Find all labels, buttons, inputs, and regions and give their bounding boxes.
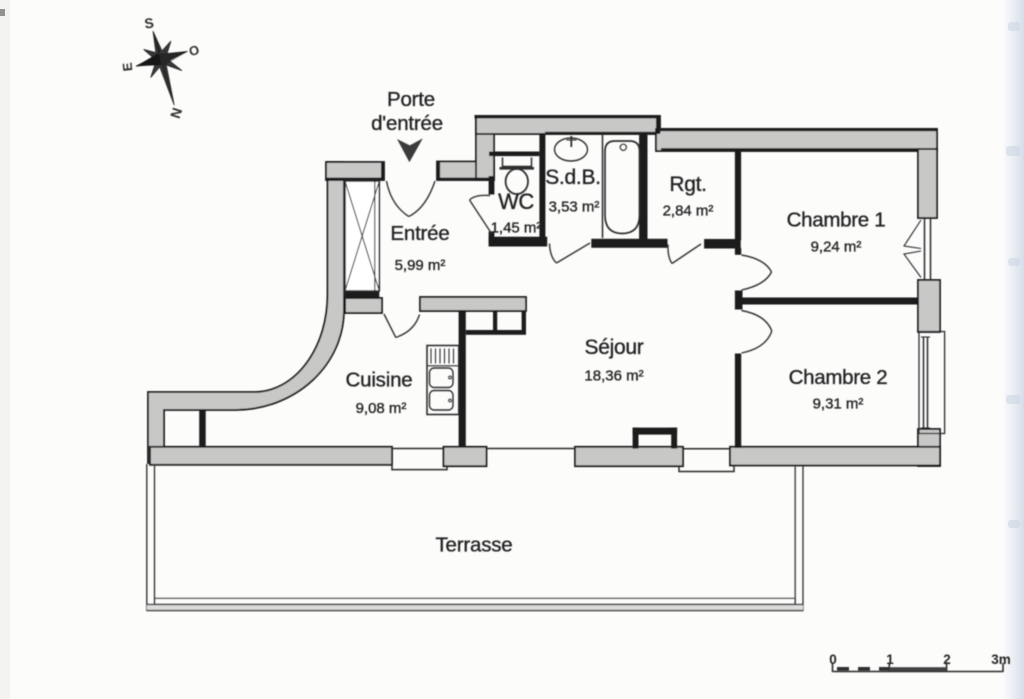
svg-text:S: S	[143, 14, 154, 31]
svg-text:1,45 m²: 1,45 m²	[491, 220, 542, 237]
svg-text:Terrasse: Terrasse	[435, 534, 512, 557]
svg-text:WC: WC	[498, 189, 534, 214]
svg-text:3,53 m²: 3,53 m²	[549, 199, 600, 216]
svg-text:Chambre 2: Chambre 2	[789, 366, 888, 389]
svg-text:Cuisine: Cuisine	[346, 369, 413, 392]
svg-text:S.d.B.: S.d.B.	[545, 166, 600, 189]
svg-text:5,99 m²: 5,99 m²	[395, 257, 446, 274]
svg-text:N: N	[167, 106, 185, 121]
svg-text:9,24 m²: 9,24 m²	[811, 239, 862, 256]
svg-text:2: 2	[943, 652, 951, 667]
svg-text:Séjour: Séjour	[585, 336, 644, 359]
svg-text:Porte: Porte	[387, 88, 435, 111]
svg-text:9,31 m²: 9,31 m²	[813, 396, 864, 413]
svg-text:Entrée: Entrée	[390, 222, 449, 245]
svg-text:E: E	[120, 62, 136, 73]
svg-text:1: 1	[886, 652, 894, 667]
svg-text:9,08 m²: 9,08 m²	[356, 400, 407, 417]
svg-text:2,84 m²: 2,84 m²	[663, 203, 714, 220]
svg-text:0: 0	[829, 652, 837, 667]
svg-text:3m: 3m	[991, 652, 1011, 667]
svg-text:18,36 m²: 18,36 m²	[584, 368, 643, 385]
svg-text:Rgt.: Rgt.	[669, 173, 706, 196]
svg-text:d'entrée: d'entrée	[371, 112, 443, 135]
svg-text:Chambre 1: Chambre 1	[787, 209, 886, 232]
svg-text:O: O	[187, 42, 200, 59]
